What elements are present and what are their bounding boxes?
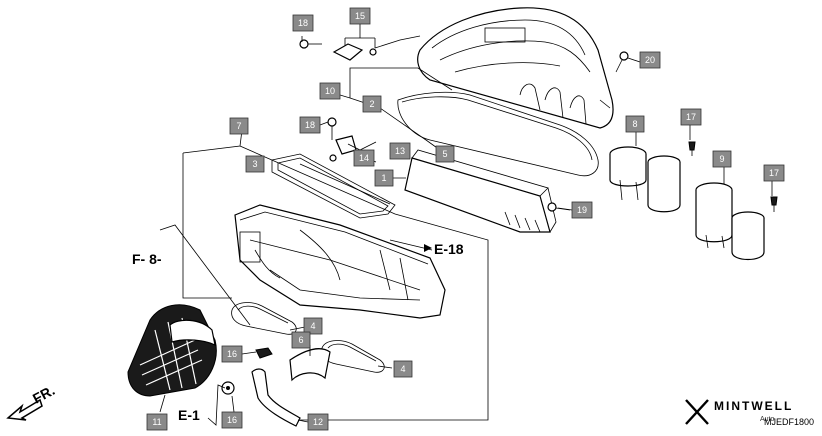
callout-18-upper: 18: [292, 14, 314, 32]
callout-17-upper-label: 17: [686, 112, 696, 122]
seal-ring-left: [231, 302, 297, 335]
callout-14: 14: [353, 149, 375, 167]
callout-12: 12: [307, 413, 329, 431]
callout-16-upper: 16: [221, 345, 243, 363]
ref-f8: F- 8-: [132, 251, 162, 267]
callout-18-lower-label: 18: [305, 120, 315, 130]
case-gasket: [271, 153, 396, 219]
callout-16-lower-label: 16: [227, 415, 237, 425]
callout-10: 10: [319, 82, 341, 100]
callout-13: 13: [389, 142, 411, 160]
callout-10-label: 10: [325, 86, 335, 96]
clip-lower: [221, 381, 235, 395]
callout-5-label: 5: [442, 149, 447, 159]
callout-3: 3: [245, 155, 265, 173]
callout-2: 2: [362, 95, 382, 113]
callout-8-label: 8: [632, 119, 637, 129]
callout-20-label: 20: [645, 55, 655, 65]
front-direction-arrow: FR.: [6, 382, 57, 421]
callout-1: 1: [374, 169, 394, 187]
callout-15-label: 15: [355, 11, 365, 21]
ref-e18: E-18: [434, 241, 464, 257]
callout-1-label: 1: [381, 173, 386, 183]
callout-17-upper: 17: [680, 108, 702, 126]
callout-17-lower: 17: [763, 164, 785, 182]
brand-sub: Auto: [760, 416, 775, 423]
screw-17-lower: [770, 196, 778, 212]
air-cleaner-case: [234, 204, 446, 319]
screw-19: [547, 202, 571, 212]
funnel-set-9: [695, 182, 765, 261]
callout-11-label: 11: [152, 417, 161, 427]
callout-6: 6: [291, 331, 311, 349]
callout-3-label: 3: [252, 159, 257, 169]
callout-11: 11: [146, 413, 168, 431]
brand-name: MINTWELL: [714, 399, 794, 413]
screw-17-upper: [688, 141, 696, 156]
drawing-code: MJEDF1800: [764, 417, 815, 427]
callout-5: 5: [435, 145, 455, 163]
callout-19-label: 19: [577, 205, 587, 215]
screw-20: [615, 51, 629, 73]
ref-e1: E-1: [178, 407, 200, 423]
air-filter-element: [404, 149, 557, 233]
callout-20: 20: [639, 51, 661, 69]
callout-15: 15: [349, 7, 371, 25]
callout-6-label: 6: [298, 335, 303, 345]
callout-19: 19: [571, 201, 593, 219]
funnel-set-8: [609, 146, 681, 213]
callout-17-lower-label: 17: [769, 168, 779, 178]
callout-14-label: 14: [359, 153, 369, 163]
air-cleaner-cover: [417, 7, 614, 129]
intake-duct: [127, 304, 217, 397]
front-arrow-icon: [6, 398, 43, 421]
screw-18-upper: [299, 39, 322, 49]
mintwell-logo-icon: [685, 399, 709, 425]
clip-upper: [255, 347, 273, 359]
callout-9: 9: [712, 150, 732, 168]
callout-2-label: 2: [369, 99, 374, 109]
callout-4-upper: 4: [303, 317, 323, 335]
callout-18-upper-label: 18: [298, 18, 308, 28]
callout-9-label: 9: [719, 154, 724, 164]
sensor-part-13: [329, 135, 357, 162]
callout-4-upper-label: 4: [310, 321, 315, 331]
curved-plate: [289, 348, 331, 382]
callout-4-lower-label: 4: [400, 364, 405, 374]
callout-7-label: 7: [236, 121, 241, 131]
callout-18-lower: 18: [299, 116, 321, 134]
screw-18-lower: [327, 117, 337, 140]
seal-ring-right: [321, 340, 385, 373]
callout-16-upper-label: 16: [227, 349, 237, 359]
sensor-bracket: [332, 43, 377, 61]
e18-arrow-icon: [424, 244, 432, 252]
drain-tube: [251, 368, 301, 427]
callout-4-lower: 4: [393, 360, 413, 378]
callout-8: 8: [625, 115, 645, 133]
callout-13-label: 13: [395, 146, 405, 156]
callout-7: 7: [229, 117, 249, 135]
callout-16-lower: 16: [221, 411, 243, 429]
callout-12-label: 12: [313, 417, 323, 427]
